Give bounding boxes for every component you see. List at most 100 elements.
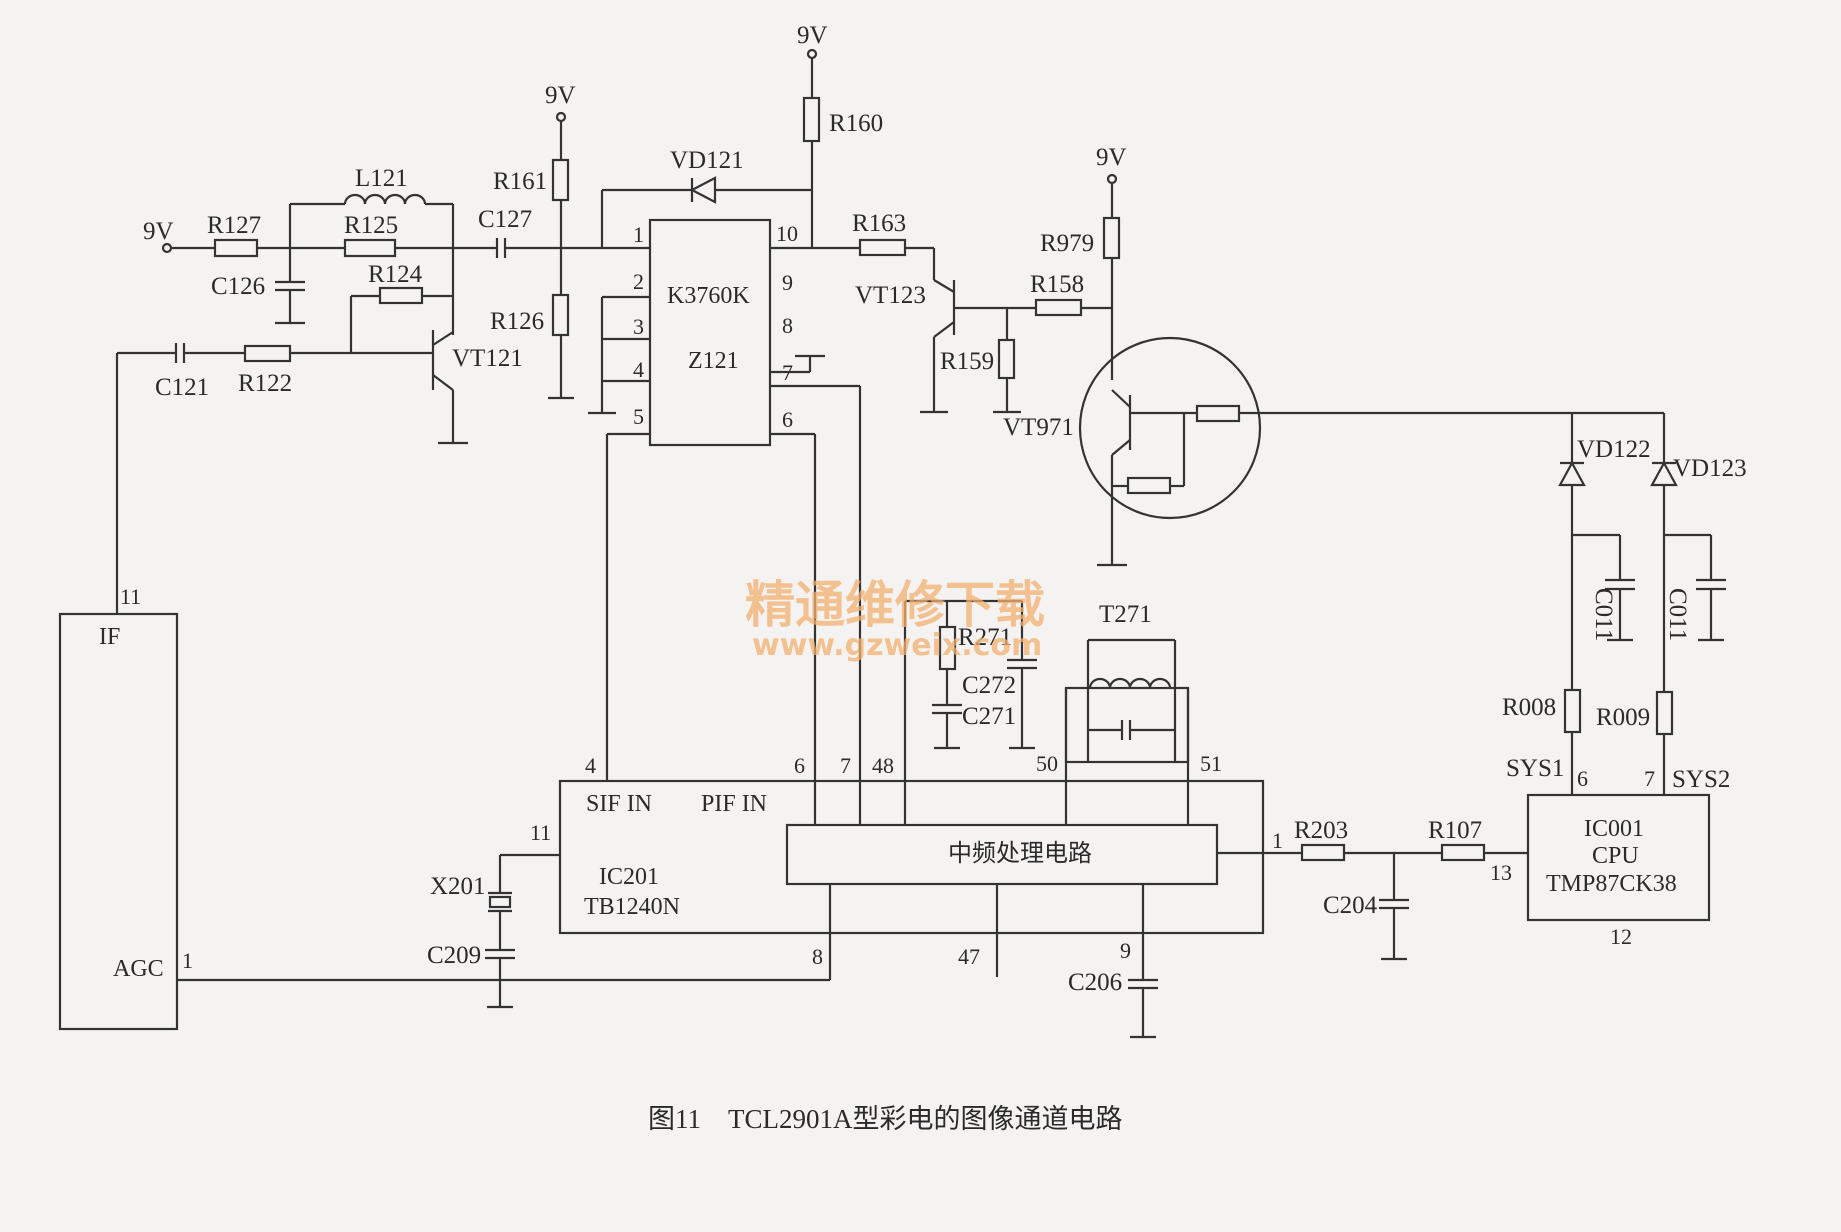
z121-pin-2: 2 xyxy=(633,269,644,294)
ic201-pin-47: 47 xyxy=(958,944,980,969)
ic001-ref: IC001 xyxy=(1584,816,1644,842)
label-r159: R159 xyxy=(940,348,994,375)
z121-pin-1: 1 xyxy=(633,222,644,247)
resistor-r159 xyxy=(997,338,1016,380)
ic201-chip xyxy=(558,779,1265,935)
label-r163: R163 xyxy=(852,210,906,237)
ic001-pin-6: 6 xyxy=(1577,766,1588,791)
tuner-if-label: IF xyxy=(99,624,120,650)
ic001-cpu-label: CPU xyxy=(1592,843,1639,869)
ic201-pin-50: 50 xyxy=(1036,751,1058,776)
tuner-block xyxy=(58,612,179,1031)
ic201-pin-51: 51 xyxy=(1200,751,1222,776)
ic001-cpu xyxy=(1526,793,1711,922)
supply-9v-2: 9V xyxy=(545,82,576,109)
z121-pin-3: 3 xyxy=(633,314,644,339)
resistor-r008 xyxy=(1563,688,1582,734)
if-processor-block xyxy=(785,823,1219,886)
label-r008: R008 xyxy=(1502,694,1556,721)
z121-ref: Z121 xyxy=(688,348,739,374)
label-x201: X201 xyxy=(430,873,486,900)
inductor-l121 xyxy=(343,193,427,205)
label-r203: R203 xyxy=(1294,817,1348,844)
ic201-pin-48: 48 xyxy=(872,753,894,778)
label-c204: C204 xyxy=(1323,892,1378,919)
label-vt123: VT123 xyxy=(855,282,926,309)
tuner-pin-1: 1 xyxy=(182,948,193,973)
resistor-r160 xyxy=(802,96,821,143)
ic201-part: TB1240N xyxy=(584,894,680,920)
ic201-pin-9: 9 xyxy=(1120,938,1131,963)
ic201-pin-11: 11 xyxy=(530,820,551,845)
label-c011-a: C011 xyxy=(1590,588,1617,641)
z121-name: K3760K xyxy=(667,283,750,309)
label-c209: C209 xyxy=(427,942,481,969)
z121-pin-5: 5 xyxy=(633,404,644,429)
ic201-pin-6: 6 xyxy=(794,753,805,778)
resistor-r127 xyxy=(213,238,259,258)
ic201-pin-4: 4 xyxy=(585,753,596,778)
supply-9v-3: 9V xyxy=(797,22,828,49)
label-r158: R158 xyxy=(1030,271,1084,298)
label-t271: T271 xyxy=(1099,601,1152,628)
watermark-url: www.gzweix.com xyxy=(752,628,1042,663)
tuner-agc-label: AGC xyxy=(113,956,164,982)
resistor-r979 xyxy=(1102,216,1121,260)
figure-caption: 图11 TCL2901A型彩电的图像通道电路 xyxy=(648,1104,1123,1134)
label-vt121: VT121 xyxy=(452,345,523,372)
diode-vd121 xyxy=(689,176,717,204)
ic201-pin-7: 7 xyxy=(840,753,851,778)
saw-filter-z121 xyxy=(648,218,772,447)
resistor-r124 xyxy=(378,286,424,305)
z121-pin-4: 4 xyxy=(633,357,644,382)
ic001-pin-7: 7 xyxy=(1644,766,1655,791)
diode-vd122 xyxy=(1558,460,1586,487)
resistor-r107 xyxy=(1440,843,1486,862)
resistor-r203 xyxy=(1300,843,1346,862)
supply-9v-1: 9V xyxy=(143,218,174,245)
resistor-r125 xyxy=(343,238,397,258)
resistor-r163 xyxy=(858,238,907,257)
label-vd121: VD121 xyxy=(670,147,744,174)
z121-pin-10: 10 xyxy=(776,221,798,246)
label-r160: R160 xyxy=(829,110,883,137)
label-c272: C272 xyxy=(962,672,1016,699)
z121-pin-8: 8 xyxy=(782,313,793,338)
resistor-r158 xyxy=(1034,298,1083,317)
label-vd123: VD123 xyxy=(1673,455,1747,482)
ic201-pin-1: 1 xyxy=(1272,828,1283,853)
label-r009: R009 xyxy=(1596,704,1650,731)
label-c121: C121 xyxy=(155,374,209,401)
label-c271: C271 xyxy=(962,703,1016,730)
label-vd122: VD122 xyxy=(1577,436,1651,463)
ic001-pin-12: 12 xyxy=(1610,924,1632,949)
resistor-r009 xyxy=(1655,690,1674,736)
ic001-sys1: SYS1 xyxy=(1506,755,1564,782)
label-r127: R127 xyxy=(207,212,261,239)
label-r979: R979 xyxy=(1040,230,1094,257)
ic001-part: TMP87CK38 xyxy=(1546,871,1677,897)
label-r122: R122 xyxy=(238,370,292,397)
ic201-sif-label: SIF IN xyxy=(586,791,652,817)
if-processor-label: 中频处理电路 xyxy=(948,840,1092,867)
label-r125: R125 xyxy=(344,212,398,239)
resistor-r161 xyxy=(551,158,570,202)
z121-pin-7: 7 xyxy=(782,360,793,385)
ic001-sys2: SYS2 xyxy=(1672,766,1730,793)
ic201-pin-8: 8 xyxy=(812,944,823,969)
coil-t271 xyxy=(1064,686,1190,764)
label-l121: L121 xyxy=(355,165,408,192)
ic201-pif-label: PIF IN xyxy=(701,791,767,817)
transistor-vt971 xyxy=(1078,336,1262,520)
tuner-pin-11: 11 xyxy=(120,584,141,609)
z121-pin-6: 6 xyxy=(782,407,793,432)
label-c127: C127 xyxy=(478,206,532,233)
label-r271: R271 xyxy=(958,624,1012,651)
ic001-pin-13: 13 xyxy=(1490,860,1512,885)
z121-pin-9: 9 xyxy=(782,270,793,295)
label-c206: C206 xyxy=(1068,969,1122,996)
ic201-ref: IC201 xyxy=(599,864,659,890)
resistor-r126 xyxy=(551,293,570,337)
